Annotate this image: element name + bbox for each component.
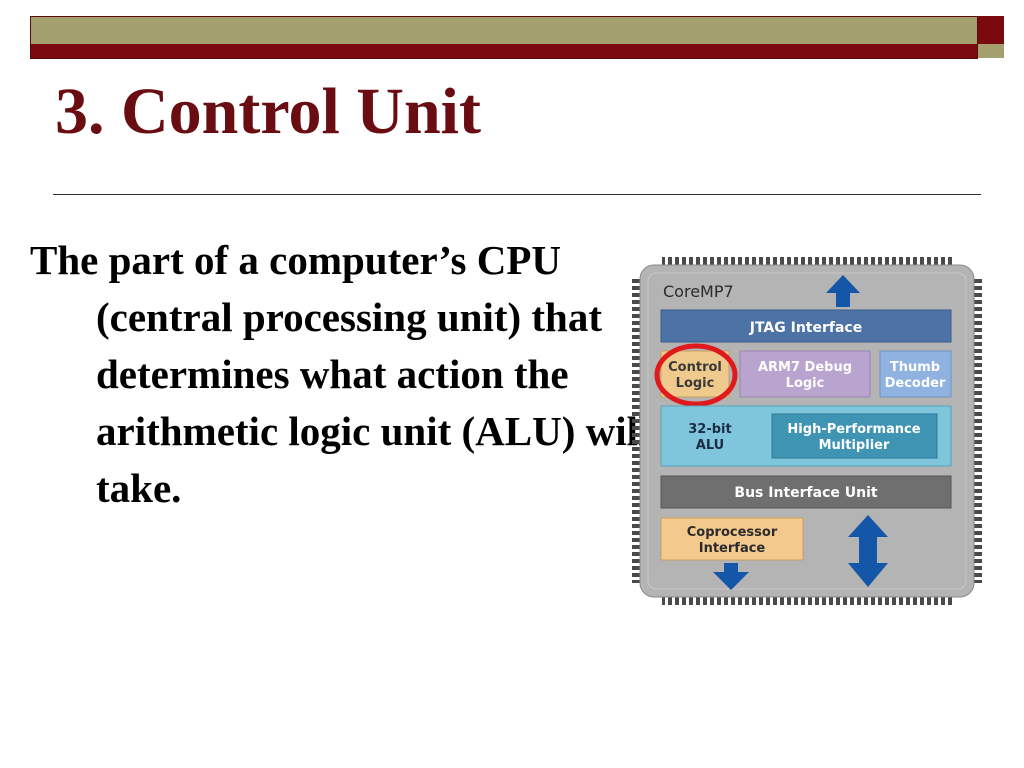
double-arrow-vertical-icon	[848, 515, 888, 587]
control-logic-highlight-circle	[654, 343, 738, 407]
thumb-decoder-block	[879, 350, 952, 398]
alu-label-line1: 32-bit	[688, 422, 731, 437]
control-logic-block	[660, 350, 730, 398]
multiplier-label-line1: High-Performance	[787, 422, 920, 437]
arm7-debug-label-line1: ARM7 Debug	[758, 360, 852, 375]
arrow-up-icon	[826, 275, 860, 307]
high-performance-multiplier-block	[771, 413, 938, 459]
slide-title: 3. Control Unit	[55, 75, 481, 148]
arrow-down-icon	[713, 563, 749, 590]
coprocessor-label-line1: Coprocessor	[687, 525, 778, 540]
thumb-decoder-label-line2: Decoder	[885, 376, 946, 391]
control-logic-label-line2: Logic	[676, 376, 715, 391]
header-corner-square-olive	[978, 44, 1004, 58]
chip-pins-right	[974, 279, 982, 583]
chip-label: CoreMP7	[663, 282, 734, 301]
control-logic-label-line1: Control	[668, 360, 722, 375]
header-band-maroon	[30, 44, 978, 58]
slide-body-text: The part of a computer’s CPU (central pr…	[30, 237, 650, 511]
arm7-debug-logic-block	[739, 350, 871, 398]
bus-interface-unit-block	[660, 475, 952, 509]
bus-interface-unit-label: Bus Interface Unit	[734, 485, 877, 501]
header-corner-square-maroon	[978, 16, 1004, 44]
jtag-interface-block	[660, 309, 952, 343]
thumb-decoder-label-line1: Thumb	[890, 360, 940, 375]
arm7-debug-label-line2: Logic	[786, 376, 825, 391]
chip-pins-top	[662, 257, 954, 265]
chip-pins-bottom	[662, 597, 954, 605]
jtag-interface-label: JTAG Interface	[749, 320, 862, 336]
title-divider	[53, 194, 981, 195]
multiplier-label-line2: Multiplier	[819, 438, 890, 453]
alu-label-line2: ALU	[696, 438, 724, 453]
coprocessor-interface-block	[660, 517, 804, 561]
chip-pins-left	[632, 279, 640, 583]
header-band-olive	[30, 16, 978, 44]
coprocessor-label-line2: Interface	[699, 541, 766, 556]
cpu-block-diagram: CoreMP7 JTAG Interface Control Logic ARM…	[632, 257, 982, 605]
